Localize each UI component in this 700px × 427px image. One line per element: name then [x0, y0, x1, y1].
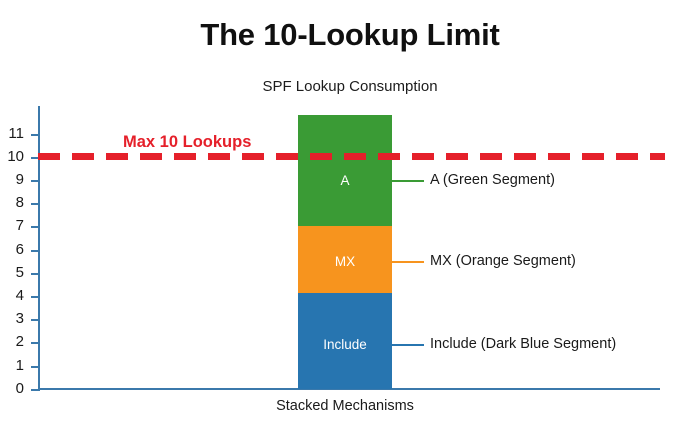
y-tick-mark	[31, 250, 40, 252]
x-axis-line	[38, 388, 660, 390]
x-axis-label: Stacked Mechanisms	[276, 398, 414, 414]
y-tick-label-2: 2	[15, 333, 24, 350]
y-tick-label-5: 5	[15, 264, 24, 281]
y-tick-label-8: 8	[15, 194, 24, 211]
bar-segment-mx[interactable]	[298, 226, 392, 293]
y-tick-mark	[31, 389, 40, 391]
page-title: The 10-Lookup Limit	[200, 17, 500, 52]
callout-line-a	[392, 180, 424, 182]
y-tick-mark	[31, 296, 40, 298]
callout-label-mx: MX (Orange Segment)	[430, 253, 576, 269]
bar-segment-include-label: Include	[323, 337, 367, 352]
max-lookups-threshold-line	[38, 153, 665, 160]
y-tick-label-6: 6	[15, 241, 24, 258]
y-tick-mark	[31, 342, 40, 344]
bar-segment-include[interactable]	[298, 293, 392, 389]
y-tick-label-1: 1	[15, 357, 24, 374]
y-tick-mark	[31, 180, 40, 182]
y-tick-mark	[31, 134, 40, 136]
y-axis-line	[38, 106, 40, 390]
y-tick-mark	[31, 226, 40, 228]
callout-line-include	[392, 344, 424, 346]
y-tick-label-10: 10	[7, 148, 24, 165]
y-tick-mark	[31, 203, 40, 205]
y-tick-mark	[31, 273, 40, 275]
callout-label-include: Include (Dark Blue Segment)	[430, 336, 617, 352]
bar-segment-a-label: A	[340, 173, 350, 188]
max-lookups-threshold-label: Max 10 Lookups	[123, 133, 252, 151]
bar-segment-mx-label: MX	[334, 254, 356, 269]
y-tick-mark	[31, 366, 40, 368]
callout-line-mx	[392, 261, 424, 263]
bar-segment-a[interactable]	[298, 115, 392, 226]
chart-subtitle: SPF Lookup Consumption	[262, 78, 438, 95]
y-tick-label-11: 11	[8, 125, 24, 142]
y-tick-label-3: 3	[15, 310, 24, 327]
y-tick-label-9: 9	[15, 171, 24, 188]
y-tick-label-0: 0	[15, 380, 24, 397]
y-tick-label-7: 7	[15, 217, 24, 234]
y-tick-mark	[31, 319, 40, 321]
y-tick-label-4: 4	[15, 287, 24, 304]
callout-label-a: A (Green Segment)	[430, 172, 555, 188]
y-tick-mark	[31, 157, 40, 159]
